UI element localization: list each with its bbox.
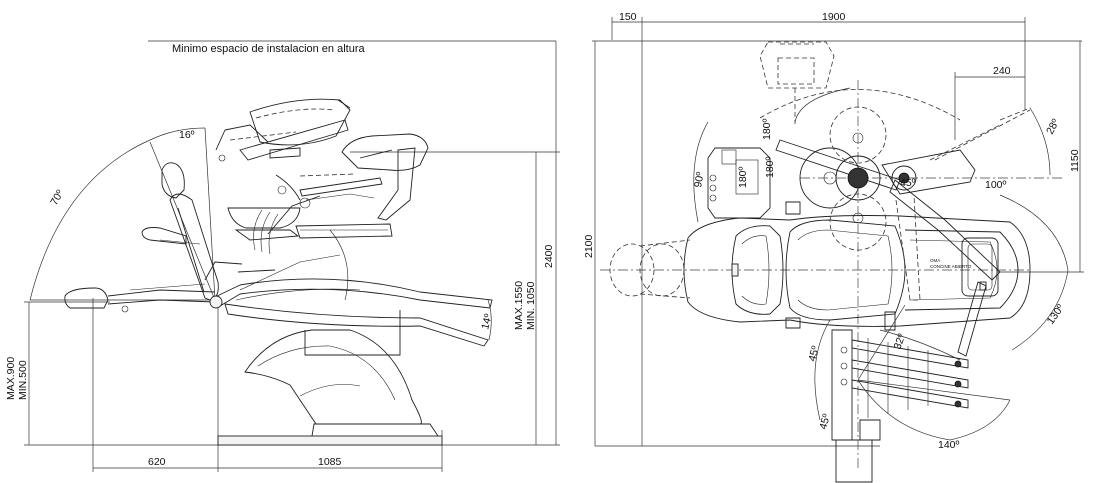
angle-instr-b: 32º	[892, 332, 909, 351]
dim-base-front: 620	[148, 456, 166, 468]
angle-tray-a: 90º	[692, 171, 707, 189]
angle-tray-c: 180º	[737, 166, 749, 188]
dim-height-max: MAX.1550	[513, 281, 525, 330]
angle-arm: 28º	[1044, 117, 1062, 136]
side-view: Minimo espacio de instalacion en altura …	[5, 40, 560, 472]
dim-seat-max: MAX.900	[5, 357, 17, 400]
unit-text-b: CONCINE ABIERTO	[930, 264, 972, 269]
angle-arm-swing: 100º	[985, 179, 1007, 191]
angle-instr-a: 45º	[806, 345, 822, 363]
unit-text-a: OMA	[930, 258, 940, 263]
dim-base-length: 1085	[318, 456, 342, 468]
angle-instr-c: 45º	[817, 413, 833, 431]
dim-top-offset: 150	[619, 11, 637, 23]
angle-dental-unit: 130º	[1045, 302, 1067, 327]
top-view: 150 1900 2100 1150 240	[583, 11, 1084, 483]
header-note: Minimo espacio de instalacion en altura	[172, 43, 365, 55]
angle-tray-b: 180º	[764, 156, 776, 178]
dim-height-total: 2400	[543, 244, 555, 268]
dim-total-height: 2100	[583, 234, 595, 258]
angle-recline: 70º	[48, 188, 66, 208]
dim-seat-min: MIN.500	[17, 360, 29, 400]
dim-top-width: 1900	[822, 11, 846, 23]
dim-height-min: MIN. 1050	[525, 281, 537, 330]
angle-arm-b: 45º	[900, 177, 916, 189]
angle-headrest: 16º	[179, 129, 195, 141]
dim-arm-offset: 240	[993, 65, 1011, 77]
angle-instr-d: 140º	[938, 439, 960, 451]
angle-lamp: 180º	[761, 118, 773, 140]
dim-right-height: 1150	[1069, 149, 1081, 172]
angle-seat: 14º	[479, 313, 494, 331]
